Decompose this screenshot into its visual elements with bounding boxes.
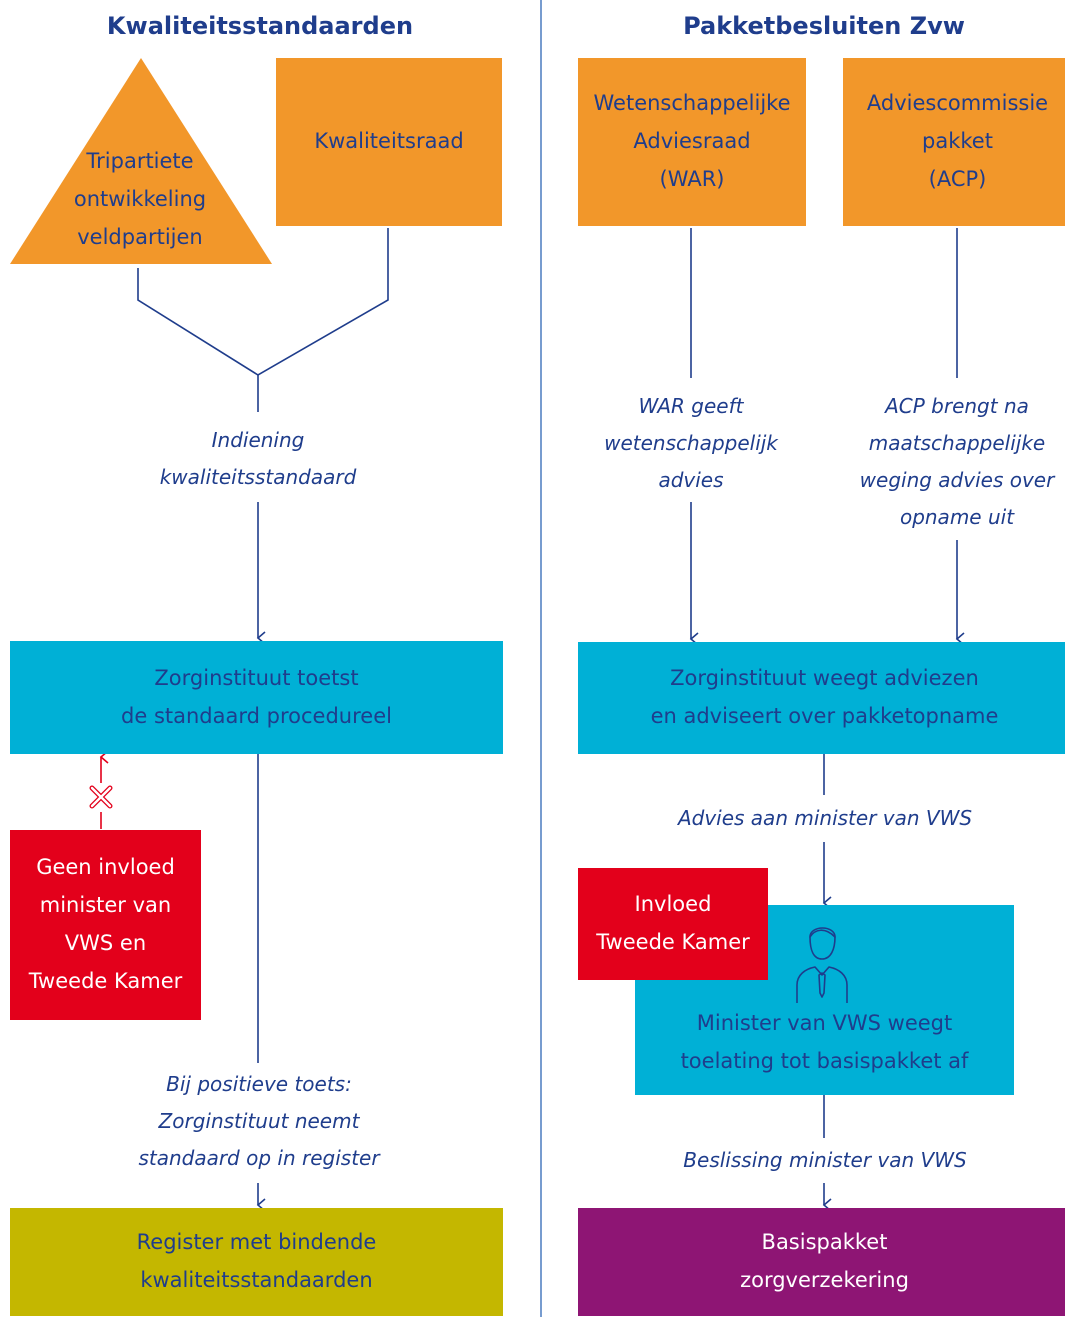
caption-war: WAR geeft wetenschappelijk advies — [591, 388, 791, 499]
right-column-title: Pakketbesluiten Zvw — [683, 12, 965, 40]
caption-positieve-toets: Bij positieve toets: Zorginstituut neemt… — [100, 1066, 418, 1177]
triangle-shape — [10, 58, 272, 264]
invloed-tweede-kamer-box: Invloed Tweede Kamer — [578, 868, 768, 980]
toets-box: Zorginstituut toetst de standaard proced… — [10, 641, 503, 754]
left-column-title: Kwaliteitsstandaarden — [106, 12, 414, 40]
caption-advies: Advies aan minister van VWS — [640, 800, 1010, 837]
geen-invloed-box: Geen invloed minister van VWS en Tweede … — [10, 830, 201, 1020]
minister-box-label: Minister van VWS weegt toelating tot bas… — [680, 1011, 969, 1073]
war-box: Wetenschappelijke Adviesraad (WAR) — [578, 58, 806, 226]
basispakket-box: Basispakket zorgverzekering — [578, 1208, 1065, 1316]
caption-indiening: Indiening kwaliteitsstandaard — [128, 422, 388, 496]
caption-acp: ACP brengt na maatschappelijke weging ad… — [847, 388, 1065, 536]
kwaliteitsraad-box: Kwaliteitsraad — [276, 58, 502, 226]
triangle-label: Tripartiete ontwikkeling veldpartijen — [73, 149, 207, 249]
register-box: Register met bindende kwaliteitsstandaar… — [10, 1208, 503, 1316]
weegt-box: Zorginstituut weegt adviezen en adviseer… — [578, 642, 1065, 754]
caption-beslissing: Beslissing minister van VWS — [660, 1142, 990, 1179]
cross-icon — [89, 785, 113, 809]
acp-box: Adviescommissie pakket (ACP) — [843, 58, 1065, 226]
person-icon — [796, 927, 848, 1003]
